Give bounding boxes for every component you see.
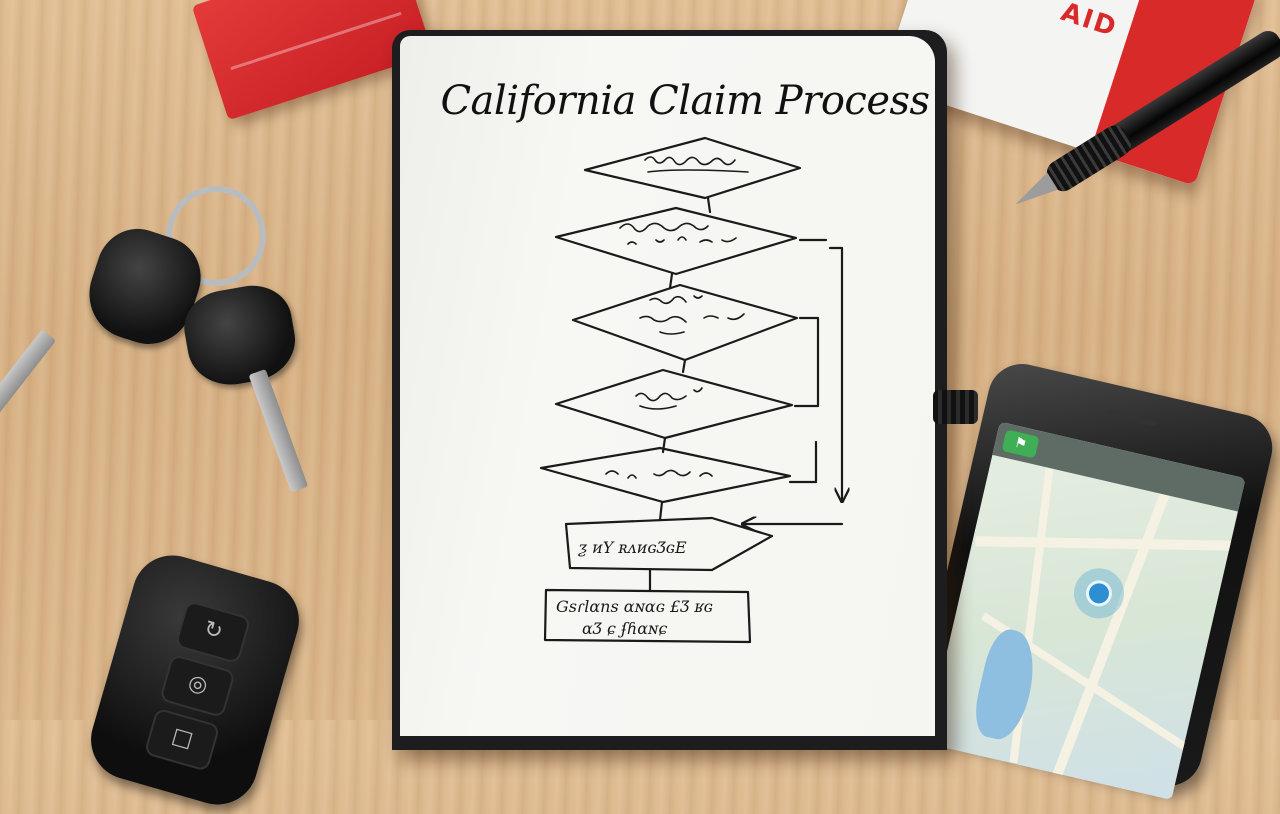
- flowchart-drawing: ƺ ᴎY ʀᴧᴎɢƷɢE Gsɾlɑns ɑɴɑɢ £Ʒ ʁɢ ɑƷ ɕ ʄɦɑ…: [539, 136, 1280, 644]
- flow-decision-2: [554, 206, 798, 276]
- key-ring: [166, 186, 266, 286]
- notebook-page: [400, 36, 935, 736]
- notebook-elastic-band: [933, 390, 978, 424]
- flow-box-7-text-line2: ɑƷ ɕ ʄɦɑɴɕ: [582, 619, 667, 638]
- notebook-title: California Claim Process: [440, 78, 930, 124]
- flow-decision-3: [571, 283, 799, 362]
- flow-box-6-text: ƺ ᴎY ʀᴧᴎɢƷɢE: [578, 538, 687, 557]
- flow-decision-1: [583, 136, 802, 200]
- flow-decision-4: [554, 368, 794, 440]
- flow-decision-5: [539, 446, 792, 504]
- flow-end-box: [543, 588, 752, 644]
- flow-process-6: [564, 516, 774, 572]
- flow-box-7-text-line1: Gsɾlɑns ɑɴɑɢ £Ʒ ʁɢ: [556, 597, 713, 616]
